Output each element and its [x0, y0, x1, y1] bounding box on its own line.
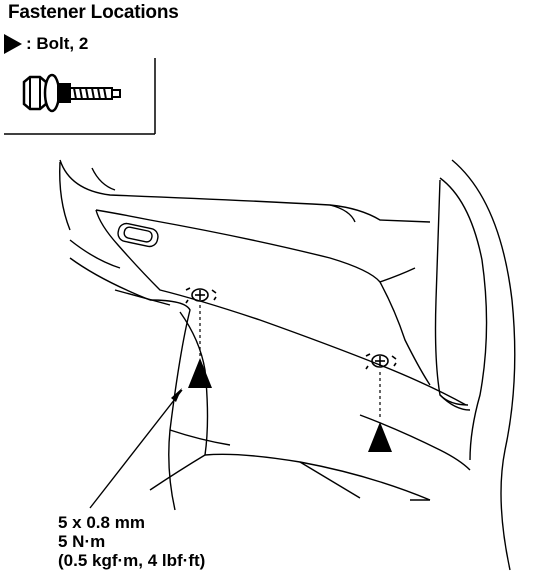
spec-leader-line: [89, 388, 183, 509]
page-title: Fastener Locations: [8, 2, 179, 23]
bolt-icon: [22, 73, 121, 113]
legend: : Bolt, 2: [4, 34, 88, 54]
torque-spec: 5 x 0.8 mm 5 N·m (0.5 kgf·m, 4 lbf·ft): [58, 513, 205, 570]
bolt-location-left: [185, 287, 217, 388]
legend-label: : Bolt, 2: [26, 34, 89, 53]
dashboard-outline: [59, 159, 516, 571]
bolt-illustration-box: [4, 58, 156, 135]
spec-torque-nm: 5 N·m: [58, 532, 106, 551]
bolt-marker-right-icon: [368, 422, 392, 452]
spec-torque-alt: (0.5 kgf·m, 4 lbf·ft): [58, 551, 206, 570]
bolt-marker-icon: [4, 34, 22, 54]
bolt-marker-left-icon: [188, 358, 212, 388]
bolt-location-right: [365, 353, 397, 452]
spec-size: 5 x 0.8 mm: [58, 513, 145, 532]
